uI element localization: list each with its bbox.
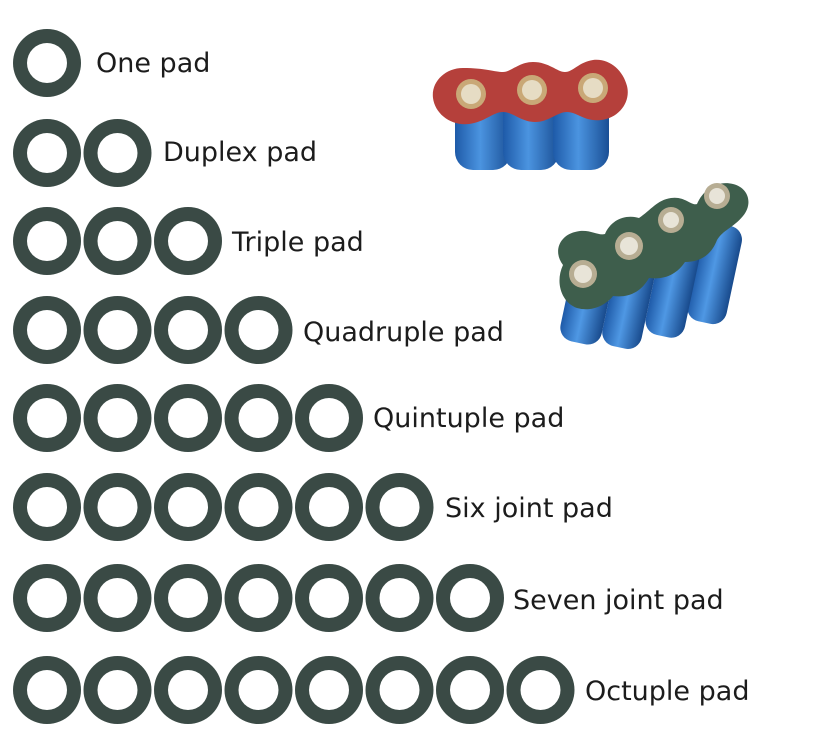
pad-hole	[168, 398, 208, 438]
pad-hole	[27, 221, 67, 261]
pad-row-5	[13, 384, 363, 452]
pad-hole	[168, 487, 208, 527]
pad-hole	[97, 670, 138, 710]
pad-hole	[238, 310, 279, 350]
pad-label-octuple: Octuple pad	[585, 676, 750, 707]
pad-hole	[97, 487, 138, 527]
pad-row-1	[13, 29, 81, 97]
pad-hole	[238, 670, 279, 710]
pad-hole	[450, 578, 490, 618]
pad-row-6	[13, 473, 434, 541]
pad-row-2	[13, 119, 152, 187]
pads-group	[13, 29, 575, 724]
pad-hole	[27, 398, 67, 438]
pad-hole	[450, 670, 490, 710]
pad-hole	[27, 310, 67, 350]
pad-label-quintuple: Quintuple pad	[373, 403, 565, 434]
pad-label-duplex: Duplex pad	[163, 137, 318, 168]
pad-row-8	[13, 656, 575, 724]
pad-hole	[309, 398, 349, 438]
battery-photo-green-quadruple	[558, 183, 749, 349]
pad-hole	[27, 578, 67, 618]
pad-hole	[27, 487, 67, 527]
pad-hole	[379, 670, 420, 710]
pad-hole	[238, 398, 279, 438]
pad-hole	[520, 670, 561, 710]
pad-hole	[379, 487, 420, 527]
pad-hole	[168, 221, 208, 261]
pad-label-seven: Seven joint pad	[513, 585, 724, 616]
pad-hole	[238, 578, 279, 618]
pad-hole	[379, 578, 420, 618]
pad-label-quadruple: Quadruple pad	[303, 317, 504, 348]
pad-hole	[97, 398, 138, 438]
pad-hole	[27, 43, 67, 83]
pad-row-7	[13, 564, 504, 632]
battery-photo-red-triple	[432, 59, 628, 170]
pad-row-3	[13, 207, 222, 275]
pad-hole	[309, 487, 349, 527]
pad-hole	[168, 310, 208, 350]
pad-hole	[168, 578, 208, 618]
pad-hole	[168, 670, 208, 710]
pad-hole	[97, 578, 138, 618]
pad-hole	[27, 670, 67, 710]
pad-hole	[309, 578, 349, 618]
pad-row-4	[13, 296, 293, 364]
pad-hole	[97, 133, 138, 173]
pad-hole	[27, 133, 67, 173]
pad-hole	[309, 670, 349, 710]
pad-hole	[238, 487, 279, 527]
green-pad	[558, 183, 749, 310]
pad-label-six: Six joint pad	[445, 493, 613, 524]
pad-hole	[97, 310, 138, 350]
pad-label-triple: Triple pad	[232, 227, 364, 258]
pad-label-one: One pad	[96, 48, 211, 79]
pad-hole	[97, 221, 138, 261]
